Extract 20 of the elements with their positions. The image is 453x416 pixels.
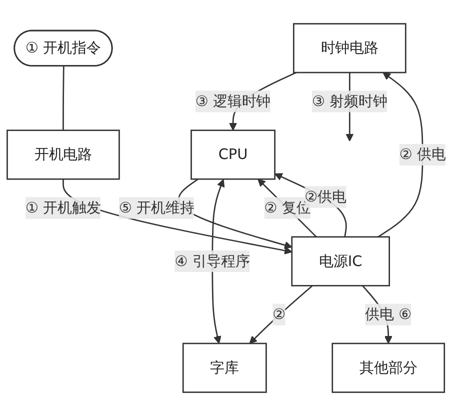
edge-label: ④ 引导程序 [174, 252, 250, 270]
arrow [258, 178, 317, 238]
edge-label: ③ 射频时钟 [312, 92, 388, 110]
node-box: 时钟电路 [292, 23, 406, 74]
node-box: 电源IC [291, 236, 390, 286]
edge-label: ① 开机触发 [26, 198, 101, 216]
node-box: 开机电路 [6, 130, 120, 180]
edge-label: ②供电 [304, 188, 347, 206]
edge-label: ⑤ 开机维持 [118, 198, 194, 216]
node-box: 字库 [182, 342, 267, 393]
edge-label: 供电 ⑥ [365, 306, 412, 323]
node-box: CPU [190, 130, 276, 180]
arrow [378, 72, 424, 238]
arrow [274, 173, 347, 238]
edge-label: ② [272, 306, 286, 323]
arrow [249, 285, 313, 344]
edge-label: ③ 逻辑时钟 [195, 92, 271, 110]
edge-label: ② 供电 [399, 146, 446, 163]
node-box: 其他部分 [332, 342, 446, 393]
connector [62, 66, 64, 130]
